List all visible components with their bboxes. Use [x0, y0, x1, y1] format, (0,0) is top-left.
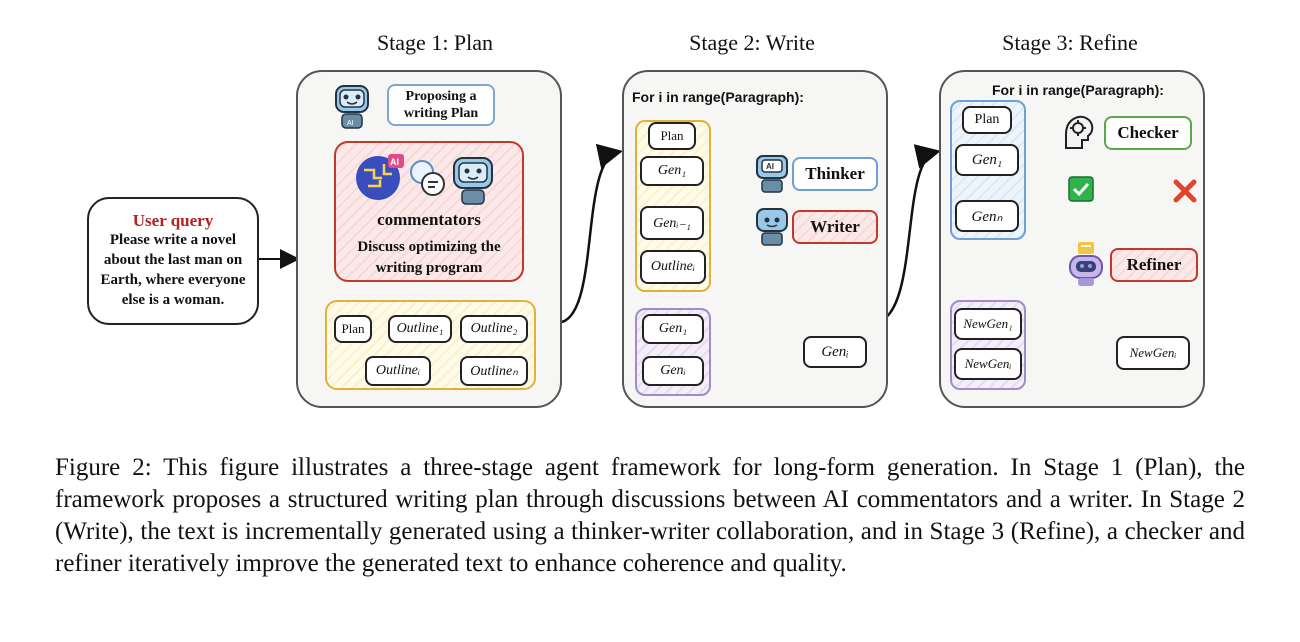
commentators-label: commentators [377, 210, 481, 229]
plan-box: Plan [334, 315, 372, 343]
outline-i-box: Outlineᵢ [640, 250, 706, 284]
arrow-plan-to-write [561, 143, 623, 324]
check-icon [1068, 176, 1094, 202]
plan-box: Plan [962, 106, 1012, 134]
stage2-loop-label: For i in range(Paragraph): [632, 89, 804, 105]
gen-n-box: Genₙ [955, 200, 1019, 232]
robot-icon: AI [756, 155, 788, 193]
gear-head-icon [1065, 115, 1094, 149]
checker-box: Checker [1104, 116, 1192, 150]
stage2-title: Stage 2: Write [689, 30, 815, 55]
refiner-box: Refiner [1110, 248, 1198, 282]
gen1-box: Gen₁ [640, 156, 704, 186]
figure-caption: Figure 2: This figure illustrates a thre… [55, 454, 1245, 577]
robot-icon: AI [335, 85, 369, 129]
newgen-i-left-box: NewGenᵢ [954, 348, 1022, 380]
svg-text:AI: AI [390, 157, 399, 167]
svg-text:AI: AI [347, 120, 354, 127]
stage1-title: Stage 1: Plan [376, 30, 494, 55]
gen1-history-box: Gen₁ [642, 314, 704, 344]
brain-ai-icon: AI [356, 154, 404, 200]
writer-box: Writer [792, 210, 878, 244]
newgen1-box: NewGen₁ [954, 308, 1022, 340]
newgen-i-right-box: NewGenᵢ [1116, 336, 1190, 370]
arrow-write-to-refine [877, 144, 941, 324]
stage3-loop-label: For i in range(Paragraph): [992, 82, 1164, 98]
outline1-box: Outline₁ [388, 315, 452, 343]
chat-bubble-icon [410, 160, 445, 196]
user-query-box: User query Please write a novel about th… [87, 197, 259, 325]
robot-icon [453, 157, 493, 205]
gen-i-minus-1-box: Genᵢ₋₁ [640, 206, 704, 240]
thinker-box: Thinker [792, 157, 878, 191]
discuss-label: Discuss optimizing the writing program [357, 239, 501, 276]
proposing-box: Proposing a writing Plan [387, 84, 495, 126]
outline-n-box: Outlineₙ [460, 356, 528, 386]
user-query-text: Please write a novel about the last man … [100, 232, 246, 308]
plan-box: Plan [648, 122, 696, 150]
cross-icon [1173, 179, 1197, 203]
stage3-title: Stage 3: Refine [1002, 30, 1138, 55]
gen-i-history-box: Genᵢ [642, 356, 704, 386]
outline-i-box: Outlineᵢ [365, 356, 431, 386]
robot-icon [1069, 242, 1103, 286]
gen-i-box: Genᵢ [803, 336, 867, 368]
robot-icon [756, 208, 788, 246]
svg-text:AI: AI [766, 162, 774, 171]
outline2-box: Outline₂ [460, 315, 528, 343]
gen1-box: Gen₁ [955, 144, 1019, 176]
user-query-title: User query [132, 211, 214, 230]
